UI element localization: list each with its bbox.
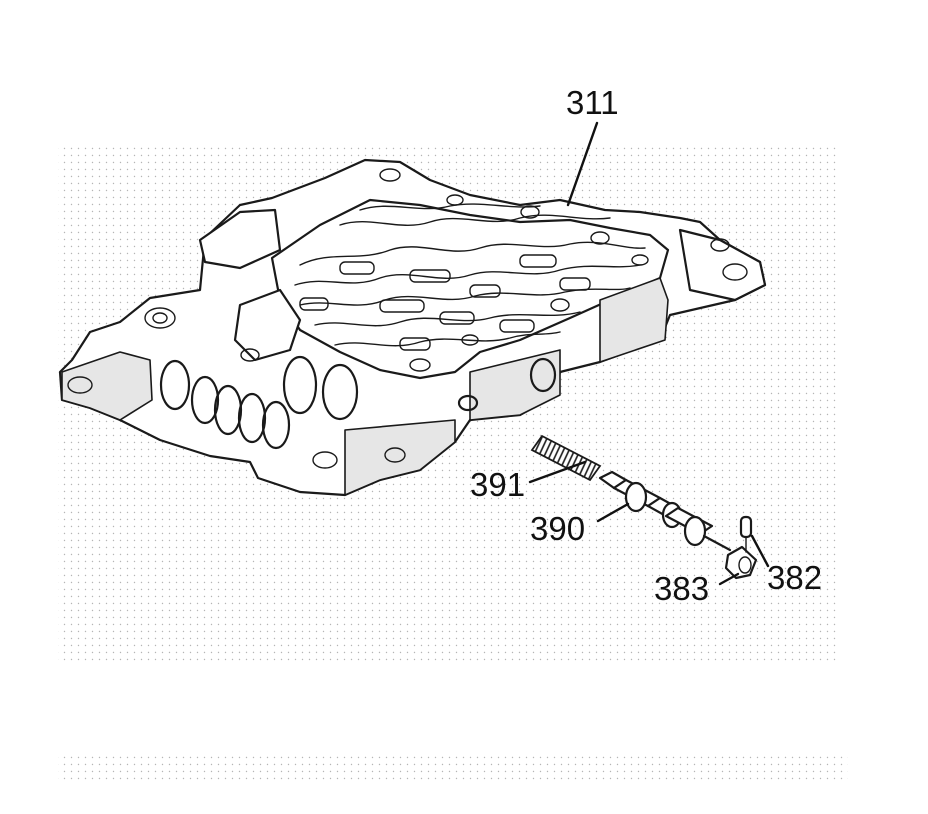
leader-390 [596, 502, 630, 523]
spring-391 [530, 434, 602, 482]
plug-383 [724, 545, 758, 580]
retainer-pin-382 [739, 515, 753, 553]
callout-311: 311 [566, 84, 619, 121]
callout-391: 391 [470, 466, 525, 503]
callout-382: 382 [767, 559, 822, 596]
leader-lines [528, 121, 770, 586]
leader-311 [566, 121, 599, 207]
leader-383 [718, 572, 740, 586]
callout-383: 383 [654, 570, 709, 607]
valve-body-casting [58, 158, 767, 497]
leader-391 [528, 460, 587, 484]
callout-390: 390 [530, 510, 585, 547]
leader-382 [750, 534, 770, 568]
valve-390 [598, 470, 732, 552]
